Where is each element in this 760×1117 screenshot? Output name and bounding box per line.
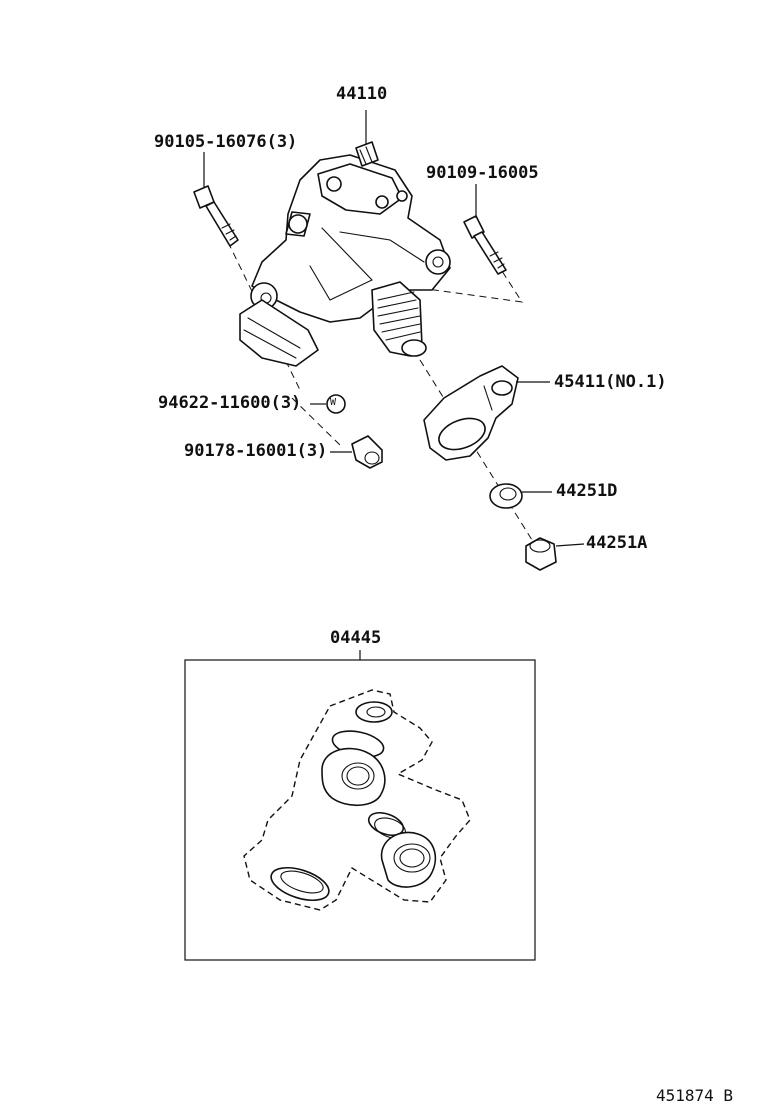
seal-cylinder xyxy=(270,866,330,902)
arm-nut-part xyxy=(525,537,557,571)
label-arm-nut: 44251A xyxy=(586,533,648,553)
label-nut: 90178-16001(3) xyxy=(184,441,328,461)
alignment-line-right-bolt xyxy=(419,267,524,303)
diagram-code: 451874 B xyxy=(656,1086,734,1105)
bolt-left xyxy=(193,185,239,247)
seal-top xyxy=(355,701,393,723)
power-cylinder-end xyxy=(239,299,319,367)
label-gear-housing: 44110 xyxy=(336,84,388,104)
sector-shaft xyxy=(371,281,427,357)
gasket-kit-box xyxy=(184,659,536,961)
label-gasket-kit: 04445 xyxy=(330,628,382,648)
alignment-line-left-bolt xyxy=(227,241,301,391)
seal-large xyxy=(321,747,386,807)
nut-part xyxy=(351,435,383,469)
label-pitman-arm: 45411(NO.1) xyxy=(554,372,667,392)
lock-washer-part xyxy=(489,483,523,509)
mount-boss-upper xyxy=(288,214,308,234)
label-bolt-left: 90105-16076(3) xyxy=(154,132,298,152)
seal-sector xyxy=(380,831,437,888)
label-washer: 94622-11600(3) xyxy=(158,393,302,413)
washer-symbol: W xyxy=(330,397,337,408)
label-bolt-right: 90109-16005 xyxy=(426,163,539,183)
input-shaft xyxy=(355,141,379,167)
mount-boss-right xyxy=(425,249,451,275)
leader-arm-nut xyxy=(555,543,585,547)
washer-part xyxy=(326,394,346,414)
label-lock-washer: 44251D xyxy=(556,481,618,501)
steering-gear-housing xyxy=(239,141,451,367)
housing-outline xyxy=(243,689,471,911)
bolt-right xyxy=(463,215,507,275)
pitman-arm xyxy=(423,365,519,461)
